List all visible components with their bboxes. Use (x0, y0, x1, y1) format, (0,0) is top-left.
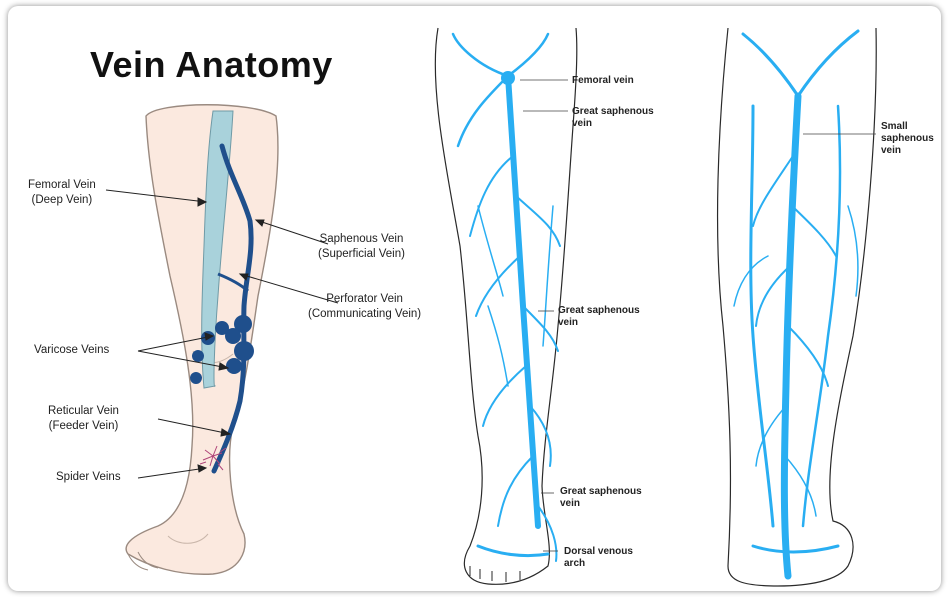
label-varicose-veins: Varicose Veins (34, 343, 109, 358)
label-line: Small (881, 121, 934, 133)
label-line: (Deep Vein) (28, 193, 96, 208)
label-line: arch (564, 558, 633, 570)
label-spider-veins: Spider Veins (56, 470, 121, 485)
front-leg (435, 28, 577, 584)
label-line: Varicose Veins (34, 343, 109, 358)
front-leg-outline (435, 28, 577, 584)
label-line: Perforator Vein (308, 292, 421, 307)
label-line: vein (558, 317, 640, 329)
label-front-dorsal-arch: Dorsal venous arch (564, 546, 633, 570)
page-title: Vein Anatomy (90, 44, 333, 86)
label-saphenous-vein: Saphenous Vein (Superficial Vein) (318, 232, 405, 262)
label-line: (Feeder Vein) (48, 419, 119, 434)
label-line: Femoral vein (572, 75, 634, 87)
label-line: vein (881, 145, 934, 157)
label-perforator-vein: Perforator Vein (Communicating Vein) (308, 292, 421, 322)
label-line: Great saphenous (572, 106, 654, 118)
illustration-frame: Vein Anatomy Femoral Vein (Deep Vein) Sa… (8, 6, 941, 591)
label-front-gsv-mid: Great saphenous vein (558, 305, 640, 329)
label-line: vein (572, 118, 654, 130)
label-line: Reticular Vein (48, 404, 119, 419)
vein-anatomy-illustration (8, 6, 941, 591)
label-front-gsv-low: Great saphenous vein (560, 486, 642, 510)
label-femoral-vein: Femoral Vein (Deep Vein) (28, 178, 96, 208)
label-line: Dorsal venous (564, 546, 633, 558)
label-line: (Superficial Vein) (318, 247, 405, 262)
back-leg (718, 28, 877, 586)
label-front-femoral-vein: Femoral vein (572, 75, 634, 87)
label-line: (Communicating Vein) (308, 307, 421, 322)
label-line: vein (560, 498, 642, 510)
label-reticular-vein: Reticular Vein (Feeder Vein) (48, 404, 119, 434)
label-front-gsv-top: Great saphenous vein (572, 106, 654, 130)
left-leg (126, 105, 278, 575)
label-line: Great saphenous (558, 305, 640, 317)
label-back-small-saphenous: Small saphenous vein (881, 121, 934, 157)
label-line: saphenous (881, 133, 934, 145)
label-line: Great saphenous (560, 486, 642, 498)
label-line: Spider Veins (56, 470, 121, 485)
label-line: Femoral Vein (28, 178, 96, 193)
label-line: Saphenous Vein (318, 232, 405, 247)
